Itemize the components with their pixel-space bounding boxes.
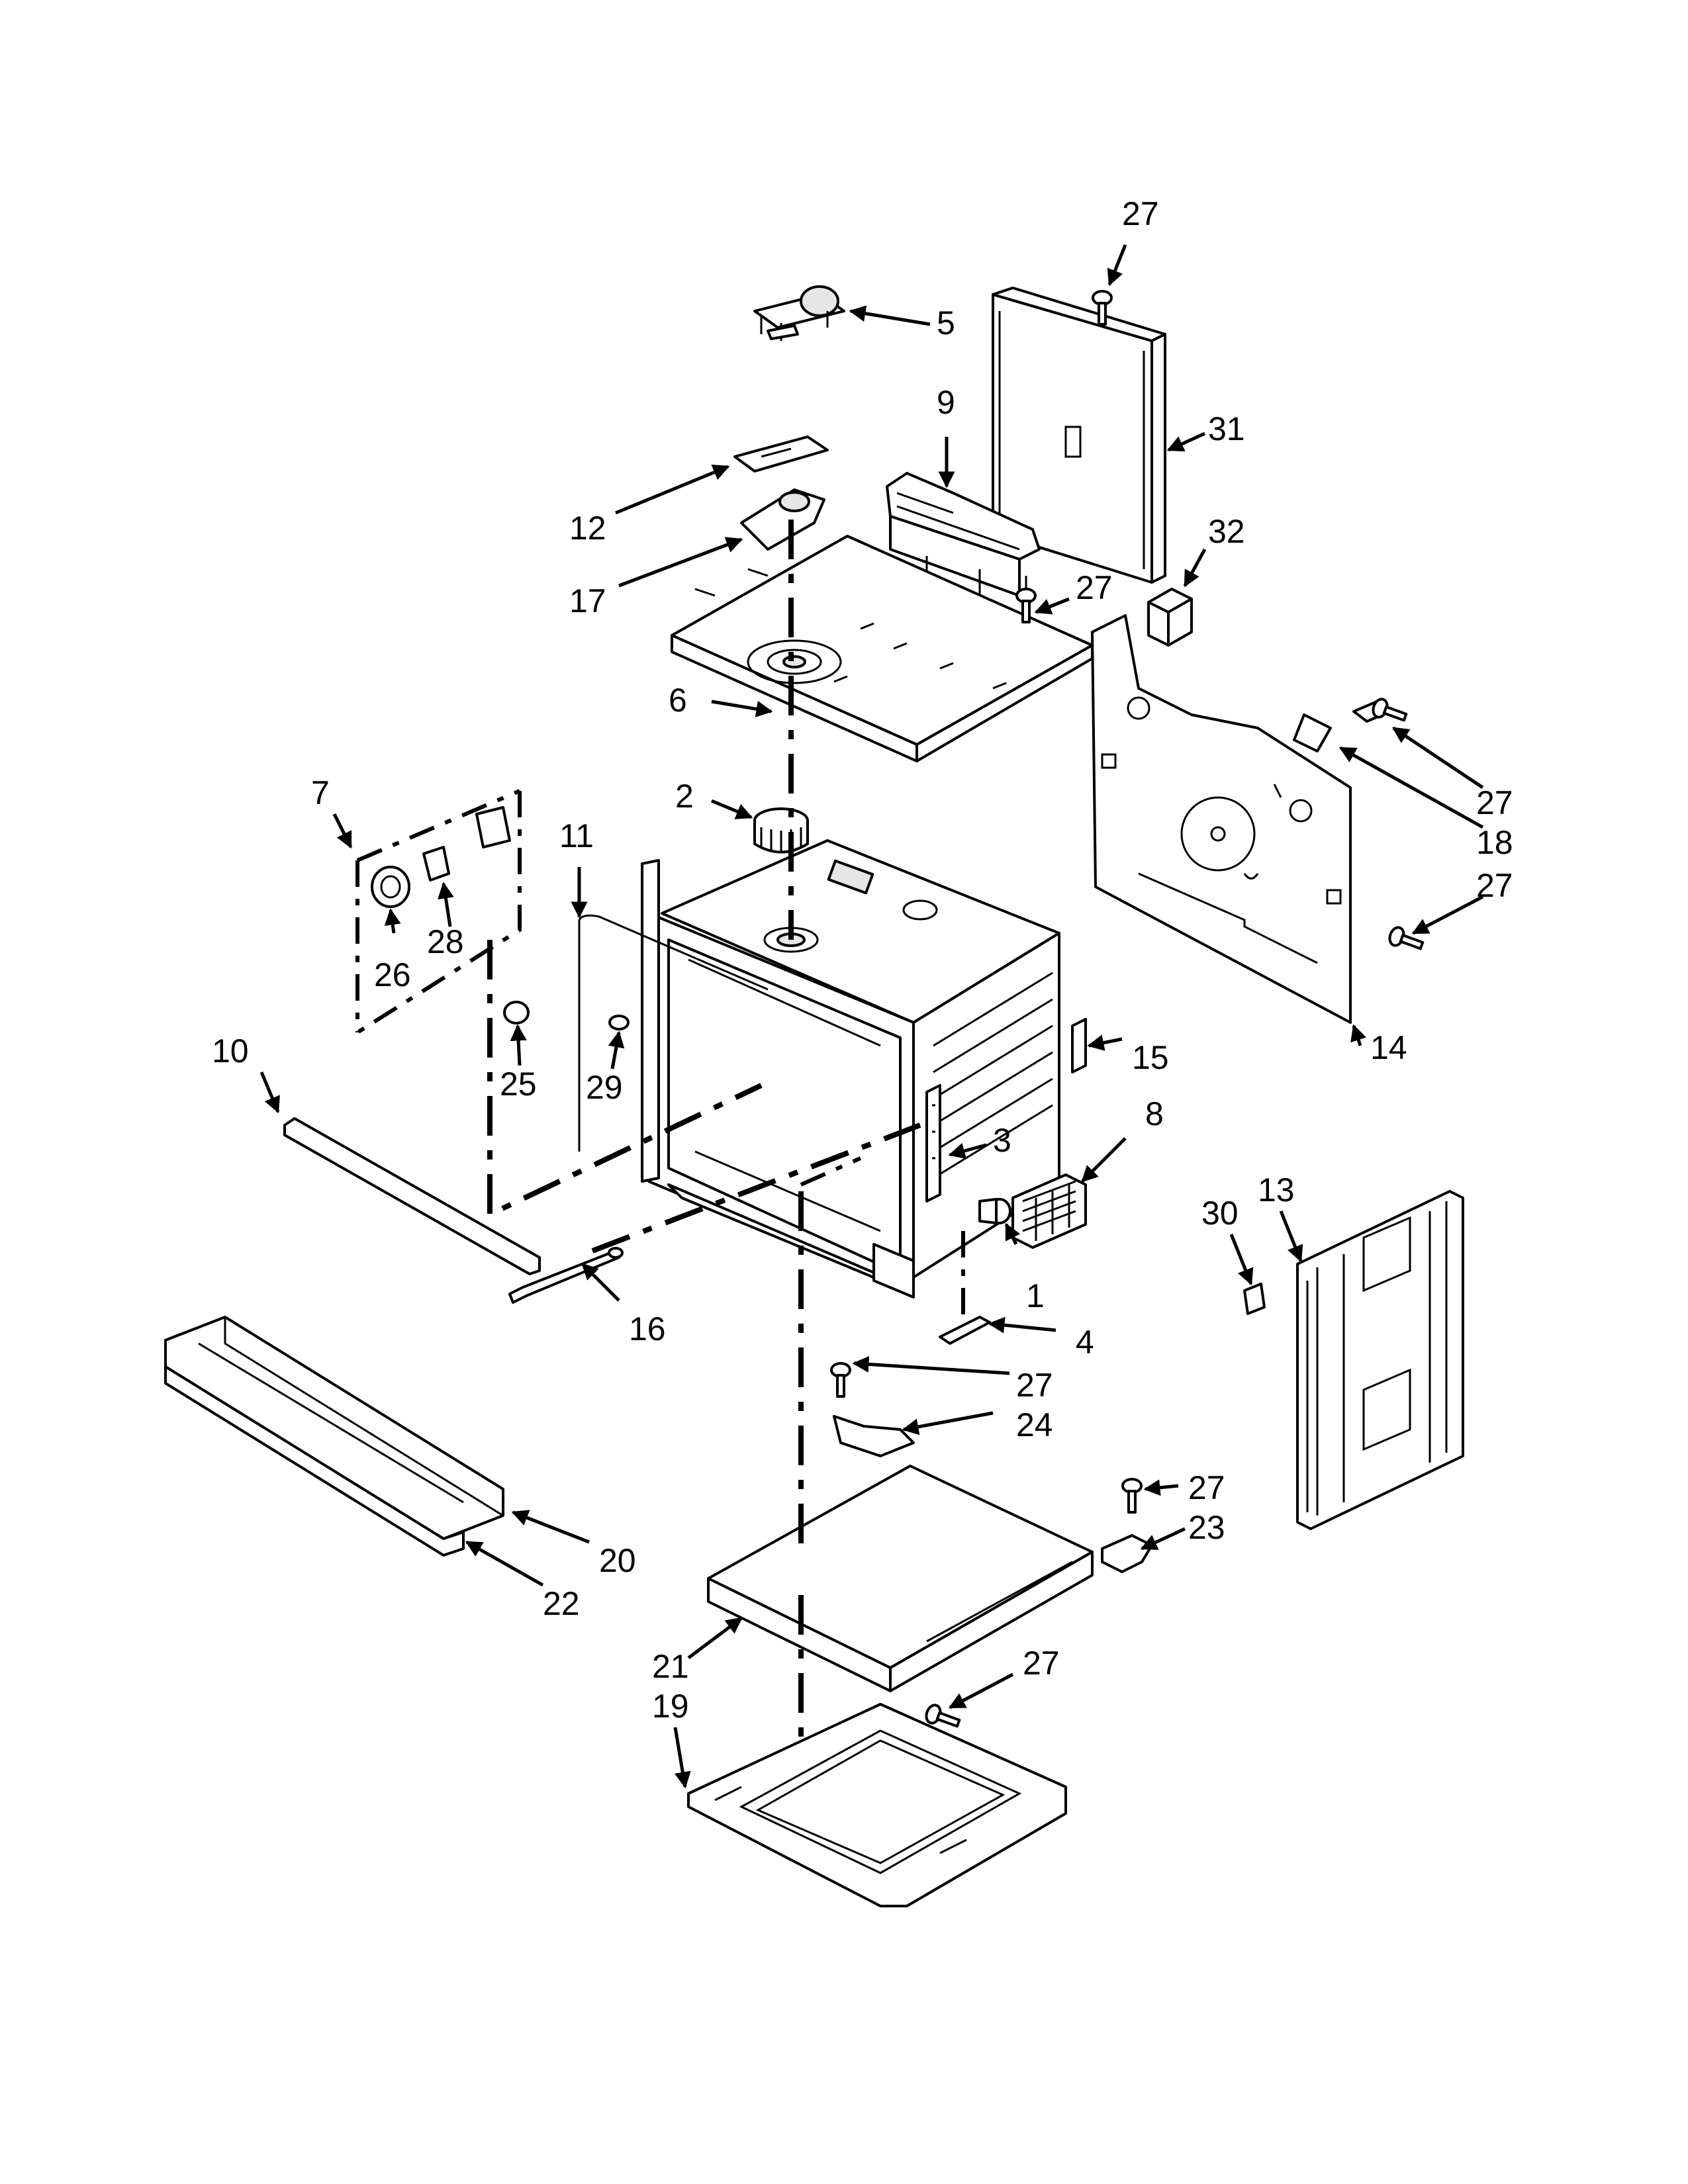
label-2: 2 xyxy=(675,778,694,815)
part-32-bracket xyxy=(1147,588,1193,647)
label-6: 6 xyxy=(669,682,687,719)
label-11: 11 xyxy=(559,817,594,854)
label-5: 5 xyxy=(937,304,955,341)
part-31-back-panel xyxy=(992,287,1166,584)
label-24: 24 xyxy=(1016,1406,1053,1443)
label-4: 4 xyxy=(1076,1324,1094,1361)
leader-arrows xyxy=(259,244,1484,1789)
part-8-grille xyxy=(1011,1173,1087,1249)
part-5-motor xyxy=(753,285,845,341)
label-17: 17 xyxy=(569,582,606,619)
label-27-right: 27 xyxy=(1188,1469,1225,1506)
label-27-top: 27 xyxy=(1122,195,1159,232)
part-10-trim-strip xyxy=(283,1117,541,1275)
assembly-lines xyxy=(487,520,965,1741)
label-14: 14 xyxy=(1370,1029,1407,1066)
part-20-side-trim xyxy=(164,1316,504,1540)
label-27-rear-a: 27 xyxy=(1476,784,1513,821)
part-19-bottom-tray xyxy=(687,1703,1067,1907)
label-18: 18 xyxy=(1476,824,1513,861)
part-23-bracket xyxy=(1101,1534,1153,1573)
callout-labels: 27 5 9 31 32 27 12 17 6 2 7 11 28 26 25 … xyxy=(212,195,1513,1725)
label-27-rear-b: 27 xyxy=(1476,867,1513,904)
part-24-bracket xyxy=(833,1415,915,1457)
label-15: 15 xyxy=(1132,1039,1169,1076)
part-14-rear-panel xyxy=(1091,614,1352,1024)
part-29-screw xyxy=(608,1015,630,1030)
label-12: 12 xyxy=(569,510,606,547)
label-26: 26 xyxy=(374,956,411,993)
part-22-lower-trim xyxy=(164,1365,465,1557)
label-23: 23 xyxy=(1188,1509,1225,1546)
label-20: 20 xyxy=(599,1542,636,1579)
part-30-clip xyxy=(1243,1283,1266,1315)
label-10: 10 xyxy=(212,1032,249,1069)
label-30: 30 xyxy=(1201,1195,1239,1232)
label-27-mid: 27 xyxy=(1016,1367,1053,1404)
label-21: 21 xyxy=(652,1648,689,1685)
label-27-bottom: 27 xyxy=(1023,1645,1060,1682)
label-22: 22 xyxy=(543,1585,580,1622)
label-8: 8 xyxy=(1145,1095,1164,1132)
screw-27-group xyxy=(830,290,1425,1728)
label-13: 13 xyxy=(1258,1171,1295,1208)
part-12-cover-plate xyxy=(733,435,829,473)
label-25: 25 xyxy=(500,1066,537,1103)
label-31: 31 xyxy=(1208,410,1245,447)
label-1: 1 xyxy=(1026,1277,1045,1314)
part-15-side-bracket xyxy=(1071,1018,1087,1073)
part-25-bulb xyxy=(503,1001,530,1024)
part-7-lamp-assembly xyxy=(355,789,522,1034)
label-3: 3 xyxy=(993,1122,1011,1159)
label-29: 29 xyxy=(586,1069,623,1106)
part-3-rack-support xyxy=(925,1084,941,1203)
oven-cavity xyxy=(641,839,1060,1298)
label-9: 9 xyxy=(937,384,955,421)
label-28: 28 xyxy=(427,923,464,960)
label-7: 7 xyxy=(311,774,330,811)
label-16: 16 xyxy=(629,1310,666,1347)
part-17-mount-bracket xyxy=(740,488,825,551)
part-6-top-panel xyxy=(671,535,1094,762)
part-13-side-panel xyxy=(1296,1190,1464,1530)
label-19: 19 xyxy=(652,1688,689,1725)
part-4-wire-bracket xyxy=(939,1316,991,1345)
label-32: 32 xyxy=(1208,513,1245,550)
label-27-duct: 27 xyxy=(1076,569,1113,606)
part-1-fitting xyxy=(978,1198,1011,1224)
part-2-convection-motor xyxy=(753,807,809,854)
